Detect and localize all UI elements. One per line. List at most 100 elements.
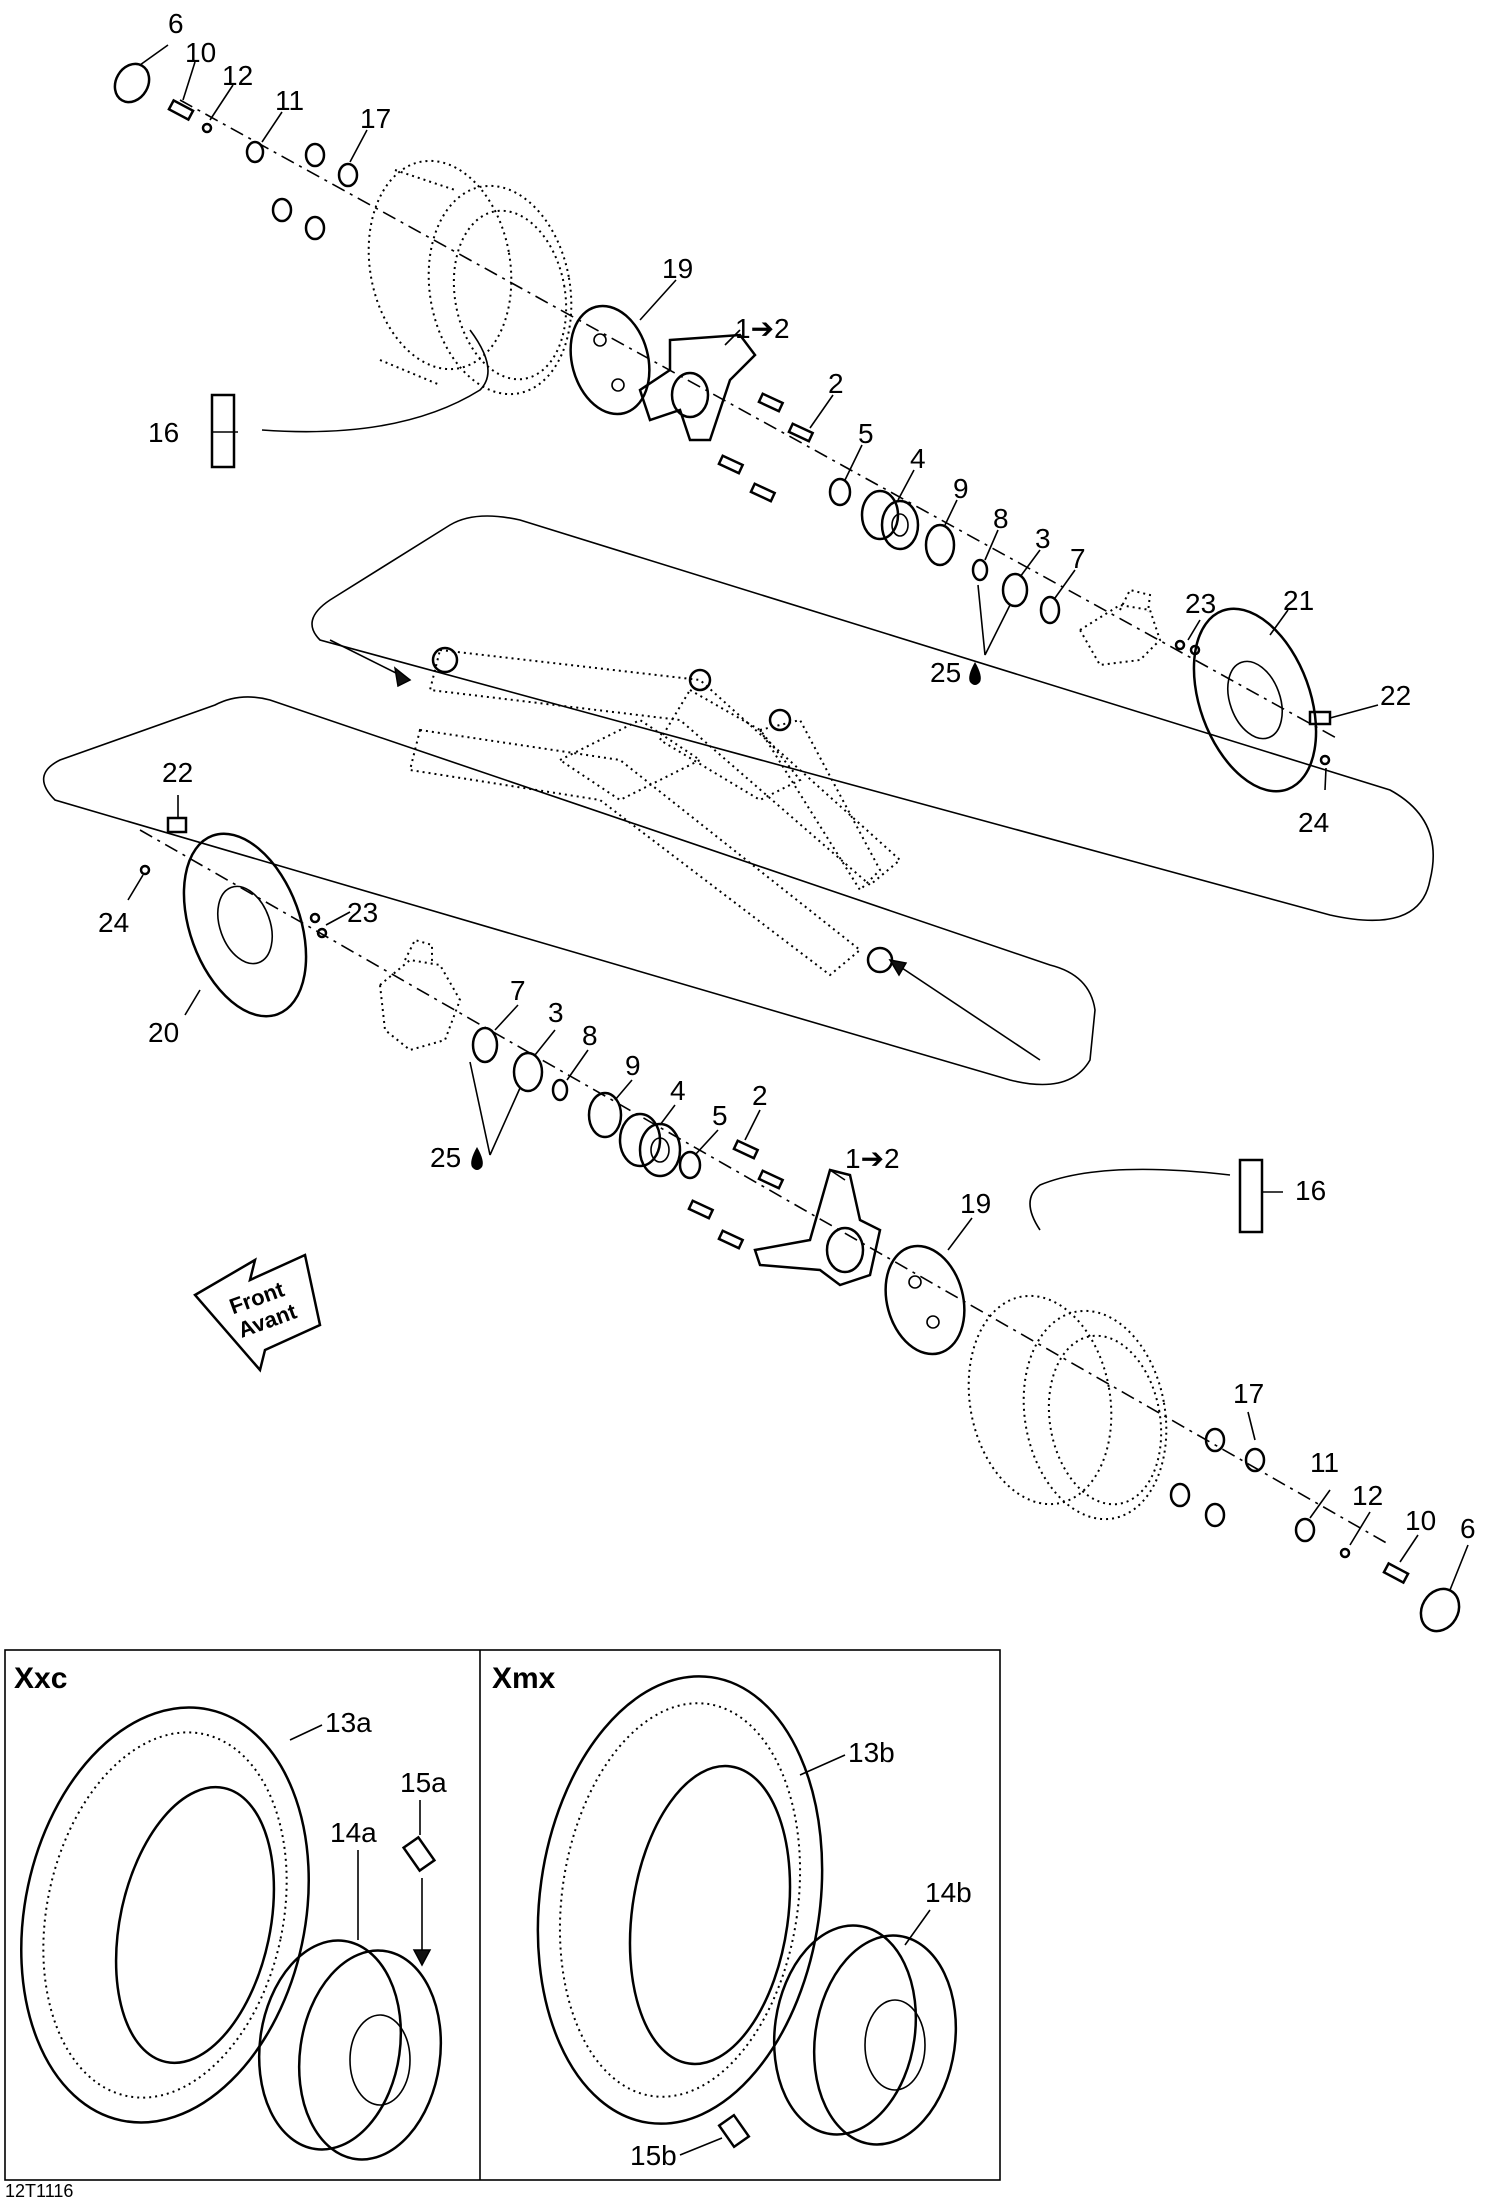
- callout-14a: 14a: [330, 1817, 377, 1848]
- inset-xmx: Xmx 13b 14b 15b: [492, 1662, 972, 2171]
- callout-16-bottom: 16: [1295, 1175, 1326, 1206]
- brake-disc-21-top: [1192, 607, 1318, 793]
- callout-17-bottom: 17: [1233, 1378, 1264, 1409]
- callout-20-bottom: 20: [148, 1017, 179, 1048]
- sticker-16-leader-top: [261, 329, 489, 433]
- callout-leaders-top: [139, 44, 1379, 791]
- hub-cap-6-bottom: [1419, 1587, 1461, 1633]
- washer-12-bottom: [1339, 1547, 1351, 1559]
- callout-21-top: 21: [1283, 585, 1314, 616]
- seal-3-top: [1001, 572, 1029, 608]
- callout-4-top: 4: [910, 443, 926, 474]
- nut-11-top: [245, 140, 265, 164]
- callout-25-bottom: 25: [430, 1142, 461, 1173]
- callout-labels-bottom: 22 24 23 20 7 3 8 9 4 5 2 1➔2 25 16 19 1…: [98, 757, 1476, 1544]
- callout-23-bottom: 23: [347, 897, 378, 928]
- tire-13b: [536, 1675, 824, 2125]
- callout-17-top: 17: [360, 103, 391, 134]
- inset-frame: [4, 1649, 1001, 2181]
- inset-xmx-title: Xmx: [492, 1662, 556, 1695]
- sticker-16-top: [210, 393, 236, 469]
- knuckle-1-top: [638, 333, 757, 442]
- brake-disc-20-bottom: [182, 832, 308, 1018]
- nut-11-bottom: [1294, 1517, 1316, 1543]
- bolts-23-bottom: [309, 912, 328, 939]
- callout-15b: 15b: [630, 2140, 677, 2171]
- callout-13a: 13a: [325, 1707, 372, 1738]
- bolts-2-top: [717, 392, 815, 503]
- axis-line-top: [179, 99, 1341, 741]
- callout-19-bottom: 19: [960, 1188, 991, 1219]
- grease-drop-icon-bottom: [471, 1147, 483, 1170]
- ring-8-bottom: [551, 1078, 569, 1102]
- callout-13b: 13b: [848, 1737, 895, 1768]
- sticker-16-leader-bottom: [1029, 1168, 1231, 1231]
- front-direction-text: Front Avant: [226, 1276, 300, 1342]
- wheel-rim-bottom: [967, 1294, 1168, 1521]
- callout-6-bottom: 6: [1460, 1513, 1476, 1544]
- spacer-19-bottom: [884, 1244, 966, 1356]
- callout-3-top: 3: [1035, 523, 1051, 554]
- callout-12-bottom: 12: [1352, 1480, 1383, 1511]
- ring-9-top: [924, 523, 956, 567]
- callout-3-bottom: 3: [548, 997, 564, 1028]
- callout-11-bottom: 11: [1310, 1447, 1339, 1478]
- suspension-group-outline-lower: [42, 696, 1096, 1086]
- callout-8-top: 8: [993, 503, 1009, 534]
- lug-nuts-17-top: [271, 142, 359, 241]
- inset-xxc: Xxc 13a 15a 14a: [14, 1662, 447, 2161]
- lug-nuts-17-bottom: [1169, 1427, 1266, 1528]
- callout-15a: 15a: [400, 1767, 447, 1798]
- callout-16-top: 16: [148, 417, 179, 448]
- axis-line-bottom: [139, 829, 1391, 1546]
- seal-3-bottom: [512, 1051, 544, 1093]
- callout-22-top: 22: [1380, 680, 1411, 711]
- callout-14b: 14b: [925, 1877, 972, 1908]
- bearing-4-bottom: [618, 1112, 682, 1178]
- callout-9-top: 9: [953, 473, 969, 504]
- clip-22-top: [1308, 710, 1332, 726]
- control-arm-lower: [558, 708, 882, 892]
- bolt-24-bottom: [139, 864, 151, 876]
- ring-9-bottom: [587, 1091, 623, 1139]
- callout-7-bottom: 7: [510, 975, 526, 1006]
- front-direction-arrow: [193, 1253, 322, 1373]
- callout-1to2-bottom: 1➔2: [845, 1143, 900, 1174]
- control-arm-upper: [408, 646, 902, 977]
- bolt-10-top: [167, 98, 195, 122]
- spacer-19-top: [569, 304, 651, 416]
- callout-2-bottom: 2: [752, 1080, 768, 1111]
- callout-6-top: 6: [168, 8, 184, 39]
- callout-12-top: 12: [222, 60, 253, 91]
- arrow-to-arm-lower: [889, 959, 1041, 1061]
- callout-11-top: 11: [275, 85, 304, 116]
- ring-8-top: [971, 558, 989, 582]
- callout-5-bottom: 5: [712, 1100, 728, 1131]
- callout-10-top: 10: [185, 37, 216, 68]
- o-ring-7-bottom: [471, 1026, 499, 1064]
- valve-15b: [717, 2113, 751, 2149]
- callout-2-top: 2: [828, 368, 844, 399]
- valve-15a: [401, 1835, 437, 1967]
- bolt-10-bottom: [1382, 1561, 1410, 1585]
- bearing-4-top: [860, 489, 920, 551]
- hub-cap-6-top: [113, 62, 151, 104]
- circlip-5-bottom: [678, 1150, 702, 1180]
- upright-top: [1078, 588, 1162, 667]
- callout-23-top: 23: [1185, 588, 1216, 619]
- bolts-2-bottom: [687, 1139, 785, 1250]
- callout-1to2-top: 1➔2: [735, 313, 790, 344]
- circlip-5-top: [828, 477, 852, 507]
- grease-drop-icon-top: [969, 662, 981, 685]
- o-ring-7-top: [1039, 595, 1061, 625]
- callout-4-bottom: 4: [670, 1075, 686, 1106]
- callout-25-top: 25: [930, 657, 961, 688]
- rim-14a: [257, 1939, 443, 2161]
- wheel-rim-top: [367, 159, 573, 396]
- callout-10-bottom: 10: [1405, 1505, 1436, 1536]
- callout-labels-top: 6 10 12 11 17 19 1➔2 2 16 5 4 9 8 3 7 25…: [148, 8, 1411, 838]
- tire-13a: [20, 1706, 310, 2124]
- inset-xxc-title: Xxc: [14, 1662, 67, 1695]
- sticker-16-bottom: [1238, 1158, 1264, 1234]
